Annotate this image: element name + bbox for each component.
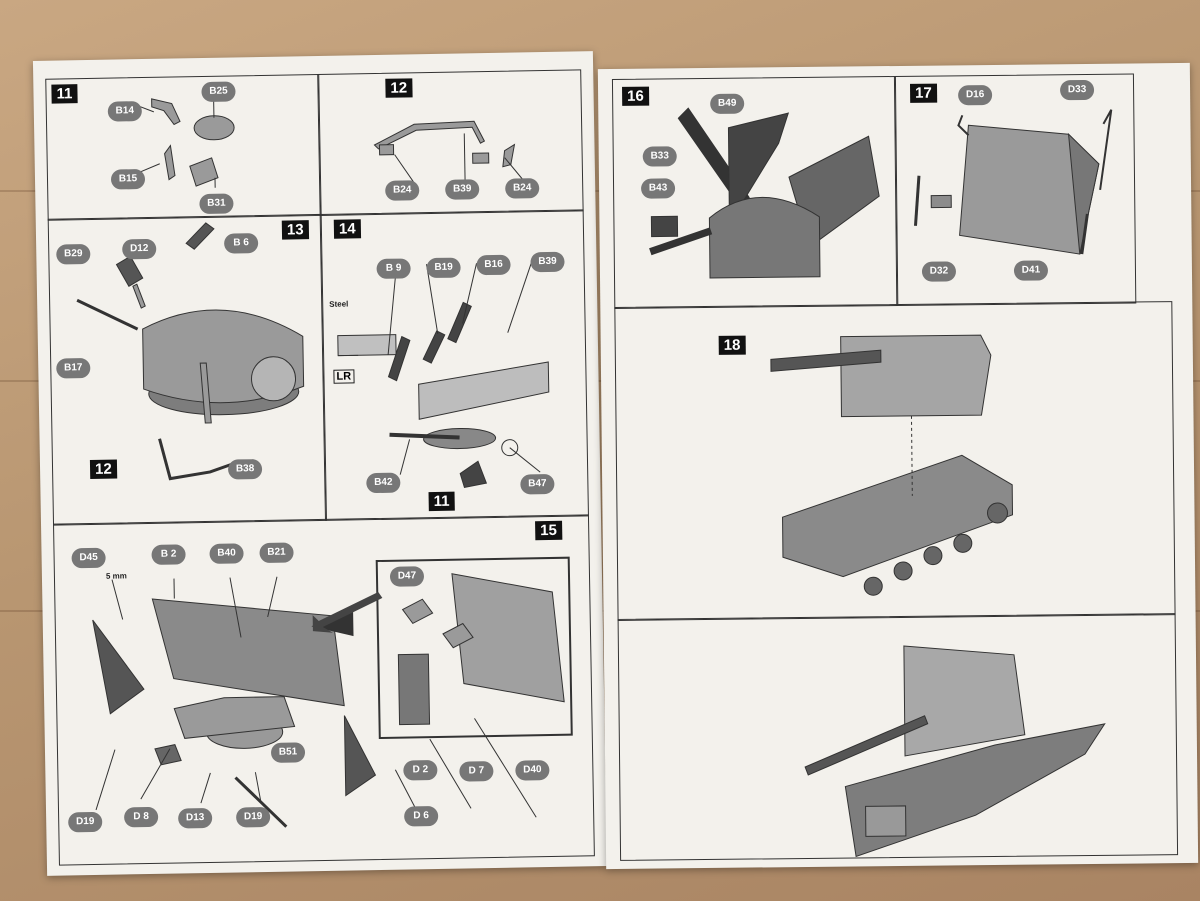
part-tag: B42 (366, 472, 401, 494)
part-tag: B39 (530, 251, 565, 273)
part-tag: D19 (68, 811, 103, 833)
part-tag: D32 (921, 261, 957, 282)
step-18-number: 18 (718, 335, 746, 355)
part-tag: B14 (107, 101, 142, 122)
part-tag: D13 (177, 807, 213, 829)
part-tag: B25 (201, 81, 236, 103)
part-tag: B15 (110, 169, 146, 190)
part-tag: D 2 (403, 759, 438, 781)
part-tag: B43 (640, 178, 676, 199)
part-tag: B17 (56, 357, 91, 379)
assembly-drawings-right (649, 107, 1113, 858)
part-tag: D19 (235, 806, 271, 828)
part-tag: B 6 (223, 233, 259, 254)
part-tag: D45 (71, 547, 106, 569)
part-tag: D47 (389, 566, 425, 587)
part-tag: D33 (1059, 79, 1095, 101)
steel-label: Steel (329, 299, 349, 309)
part-tag: B49 (710, 93, 745, 114)
part-tag: B31 (199, 193, 234, 215)
part-tag: D40 (515, 760, 550, 781)
step-15-number: 15 (535, 520, 563, 541)
step-16-number: 16 (622, 86, 649, 106)
step-14-subref-number: 11 (428, 491, 455, 512)
part-tag: B 9 (376, 258, 411, 279)
part-tag: D41 (1013, 260, 1049, 281)
part-tag: D 6 (404, 805, 439, 827)
step-11-number: 11 (51, 84, 78, 104)
part-tag: B21 (259, 542, 294, 564)
part-tag: B39 (445, 179, 480, 200)
part-tag: B16 (476, 254, 511, 276)
part-tag: B 2 (151, 544, 186, 565)
part-tag: D 8 (123, 806, 159, 828)
part-tag: B24 (385, 180, 420, 201)
measurement-label: 5 mm (105, 571, 127, 581)
step-17-number: 17 (909, 83, 937, 103)
assembly-drawings-left (76, 97, 565, 828)
part-tag: B19 (426, 257, 461, 279)
part-tag: B40 (209, 543, 244, 564)
step-13-number: 13 (281, 220, 309, 240)
part-tag: D 7 (459, 761, 494, 782)
part-tag: B38 (227, 459, 263, 480)
part-tag: B47 (520, 473, 555, 495)
instruction-sheet-left: 11 12 13 14 15 12 11 B25 B14 B15 B31 B24… (32, 51, 608, 876)
instruction-sheet-right: 16 17 18 B49 B33 B43 D16 D33 D32 D41 (597, 62, 1199, 870)
left-right-marker: LR (333, 369, 355, 384)
step-12-number: 12 (385, 78, 413, 98)
part-tag: B24 (505, 178, 540, 199)
part-tag: B51 (270, 742, 306, 763)
part-tag: D12 (122, 238, 157, 260)
step-13-subref-number: 12 (89, 459, 117, 480)
part-tag: B29 (56, 243, 91, 265)
part-tag: B33 (642, 146, 677, 167)
step-14-number: 14 (333, 219, 361, 239)
part-tag: D16 (958, 84, 993, 106)
